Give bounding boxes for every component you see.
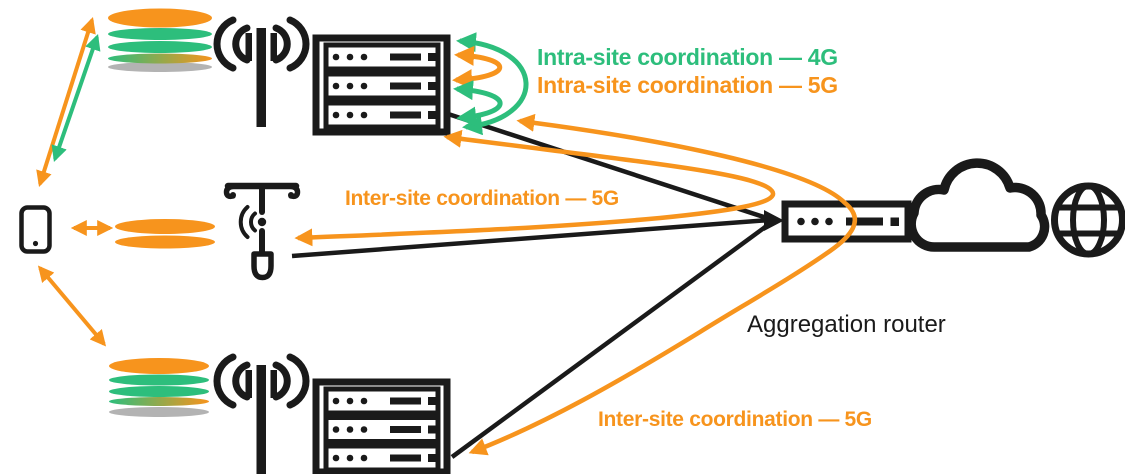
- spectrum-disk-green: [108, 28, 212, 40]
- radio-wave-left-inner: [232, 24, 251, 64]
- ue-arrow-top-4g: [51, 33, 101, 163]
- cloud-icon: [906, 158, 1050, 252]
- rack-unit: [323, 443, 441, 473]
- ue-access-arrows: [36, 16, 114, 347]
- globe-meridian: [1070, 183, 1107, 257]
- spectrum-disk-orange: [109, 358, 209, 374]
- phone-home-button: [32, 240, 39, 247]
- phone-body: [19, 205, 52, 254]
- radio-wave-left-inner: [232, 361, 251, 401]
- small-cell-hook-tip-right: [288, 192, 294, 198]
- intra-site-4g-arc-inner: [453, 80, 503, 127]
- macro-tower-top-icon: [213, 16, 310, 127]
- small-cell-hook-tip-left: [230, 192, 236, 198]
- rack-unit: [323, 386, 441, 416]
- macro-tower-bottom-icon: [213, 353, 310, 474]
- radio-wave-right-inner: [272, 361, 291, 401]
- small-cell-pole-icon: [223, 182, 301, 281]
- carrier-disk-orange: [115, 219, 215, 234]
- inter-site-arrows: [294, 113, 858, 456]
- internet-globe-icon: [1051, 182, 1125, 258]
- label-inter-site-small-cell-5g: Inter-site coordination — 5G: [345, 187, 619, 210]
- spectrum-stack-bottom-icon: [109, 358, 209, 417]
- tower-antenna-right: [270, 370, 277, 398]
- baseband-rack-bottom-icon: [312, 378, 451, 474]
- spectrum-disk-green: [109, 386, 209, 397]
- rack-unit: [323, 42, 441, 72]
- globe-sphere: [1051, 182, 1125, 258]
- intra-site-4g-arc-outer: [456, 32, 529, 136]
- label-intra-site-4g: Intra-site coordination — 4G: [537, 44, 838, 70]
- spectrum-disk-gray: [109, 407, 209, 417]
- small-cell-radio-unit: [251, 251, 274, 281]
- ue-arrow-top-5g: [36, 16, 96, 188]
- spectrum-disk-gray: [108, 62, 212, 72]
- ue-arrow-bottom: [37, 265, 107, 347]
- spectrum-disk-gradient: [108, 53, 212, 64]
- rack-unit: [323, 100, 441, 130]
- label-intra-site-5g: Intra-site coordination — 5G: [537, 72, 838, 98]
- tower-mast: [256, 365, 266, 474]
- radio-wave-right-outer: [286, 16, 310, 72]
- tower-antenna-right: [270, 33, 277, 61]
- signal-wave-inner: [248, 211, 257, 233]
- rack-unit: [323, 415, 441, 444]
- carrier-disk-orange: [115, 235, 215, 249]
- backhaul-arrowhead: [764, 210, 784, 231]
- label-aggregation-router: Aggregation router: [747, 311, 946, 338]
- spectrum-stack-top-icon: [108, 8, 212, 72]
- signal-wave-outer: [238, 205, 250, 239]
- small-cell-hook-left: [223, 183, 240, 200]
- radio-wave-left-outer: [213, 353, 237, 409]
- smartphone-icon: [19, 205, 52, 254]
- baseband-rack-top-icon: [312, 34, 451, 136]
- tower-mast: [256, 28, 266, 127]
- spectrum-disk-green: [108, 41, 212, 53]
- spectrum-disk-green: [109, 374, 209, 386]
- spectrum-disk-gradient: [109, 397, 209, 406]
- tower-antenna-left: [245, 33, 252, 61]
- signal-source-dot: [257, 217, 267, 227]
- radio-wave-right-outer: [286, 353, 310, 409]
- intra-site-arrows: [452, 32, 529, 136]
- cloud-outline: [906, 158, 1050, 252]
- inter-site-arrow-top-rack-to-bottom-rack: [468, 113, 858, 456]
- tower-antenna-left: [245, 370, 252, 398]
- intra-site-5g-arc: [452, 45, 503, 90]
- radio-wave-right-inner: [272, 24, 291, 64]
- label-inter-site-macro-5g: Inter-site coordination — 5G: [598, 408, 872, 431]
- radio-wave-left-outer: [213, 16, 237, 72]
- rack-unit: [323, 71, 441, 101]
- spectrum-carrier-mid-icon: [115, 219, 215, 249]
- inter-site-arrow-top-rack-to-small-cell: [294, 129, 776, 247]
- spectrum-disk-orange: [108, 8, 212, 28]
